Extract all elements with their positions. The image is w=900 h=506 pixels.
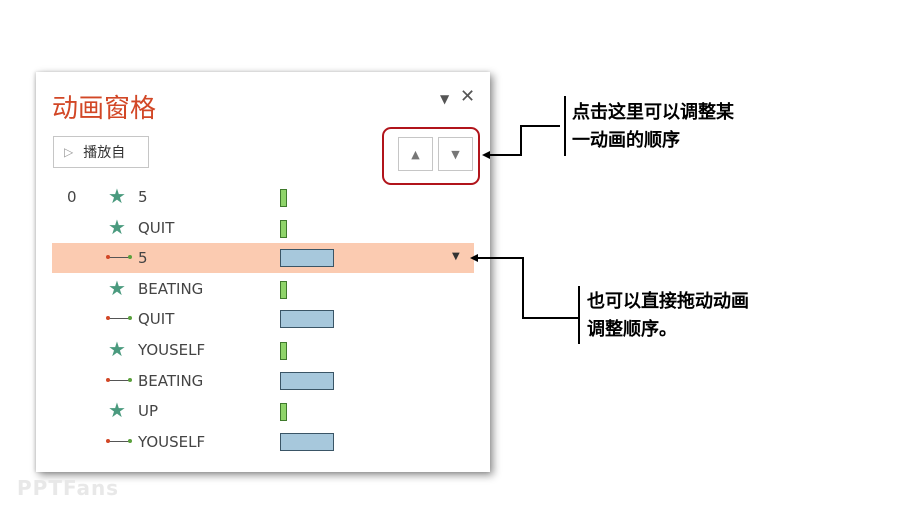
move-down-button[interactable]: ▼ (438, 137, 473, 171)
star-icon: ★ (108, 275, 126, 300)
item-label: QUIT (138, 218, 175, 237)
animation-item[interactable]: ★ UP (52, 396, 474, 426)
animation-item[interactable]: ★ QUIT (52, 213, 474, 243)
item-label: YOUSELF (138, 341, 206, 359)
annotation-line: 也可以直接拖动动画 (587, 291, 749, 312)
motion-path-icon (106, 316, 132, 321)
motion-path-icon (106, 255, 132, 260)
reorder-highlight-box (382, 127, 480, 185)
connector-line (474, 257, 524, 259)
star-icon: ★ (108, 184, 126, 208)
item-label: UP (138, 402, 159, 421)
play-icon: ▷ (64, 145, 74, 159)
item-label: YOUSELF (138, 432, 206, 451)
motion-path-icon (106, 438, 132, 443)
item-label: BEATING (138, 279, 204, 298)
timeline-bar[interactable] (280, 310, 334, 329)
drag-annotation: 也可以直接拖动动画 调整顺序。 (587, 288, 749, 344)
animation-item[interactable]: YOUSELF (52, 427, 474, 457)
arrow-up-icon: ▲ (411, 147, 420, 161)
connector-line (522, 257, 524, 319)
motion-path-icon (106, 377, 132, 382)
star-icon: ★ (108, 398, 126, 423)
timeline-bar[interactable] (280, 342, 287, 360)
play-from-label: 播放自 (83, 145, 126, 161)
annotation-line: 调整顺序。 (587, 319, 677, 340)
timeline-bar[interactable] (280, 249, 334, 268)
timeline-bar[interactable] (280, 403, 287, 422)
star-icon: ★ (108, 214, 126, 239)
timeline-bar[interactable] (280, 219, 287, 238)
pane-title: 动画窗格 (52, 94, 157, 124)
annotation-line: 点击这里可以调整某 (572, 102, 734, 123)
reorder-annotation: 点击这里可以调整某 一动画的顺序 (572, 99, 734, 155)
watermark: PPTFans (17, 476, 120, 500)
item-label: 5 (138, 188, 148, 206)
arrow-down-icon: ▼ (451, 147, 460, 161)
item-label: QUIT (138, 310, 175, 329)
timeline-bar[interactable] (280, 371, 334, 390)
animation-item[interactable]: 5▼ (52, 243, 474, 274)
animation-item[interactable]: QUIT (52, 304, 474, 334)
item-label: BEATING (138, 371, 204, 390)
move-up-button[interactable]: ▲ (398, 137, 433, 171)
star-icon: ★ (108, 337, 126, 361)
arrowhead-icon (470, 254, 478, 262)
pane-options-icon[interactable]: ▼ (440, 92, 450, 106)
connector-line (520, 125, 522, 156)
item-index: 0 (67, 188, 77, 206)
play-from-button[interactable]: ▷ 播放自 (53, 136, 149, 168)
annotation-bar (578, 286, 580, 344)
connector-line (522, 317, 578, 319)
animation-item[interactable]: ★ BEATING (52, 274, 474, 304)
animation-item[interactable]: ★ YOUSELF (52, 335, 474, 365)
close-icon[interactable]: ✕ (460, 86, 476, 107)
timeline-bar[interactable] (280, 280, 287, 299)
dropdown-icon[interactable]: ▼ (452, 251, 460, 263)
animation-item[interactable]: 0 ★ 5 (52, 182, 474, 212)
annotation-line: 一动画的顺序 (572, 130, 680, 151)
animation-item[interactable]: BEATING (52, 366, 474, 396)
annotation-bar (564, 96, 566, 156)
timeline-bar[interactable] (280, 189, 287, 207)
arrowhead-icon (482, 151, 490, 159)
item-label: 5 (138, 249, 148, 268)
timeline-bar[interactable] (280, 432, 334, 451)
connector-line (486, 154, 522, 156)
connector-line (520, 125, 560, 127)
